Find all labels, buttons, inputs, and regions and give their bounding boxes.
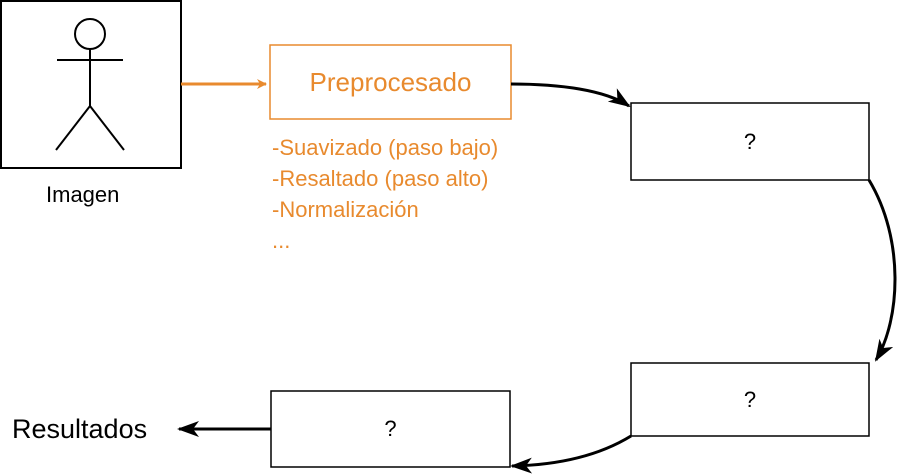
stage-2-label: ? [743, 386, 757, 412]
preprocess-step: ... [272, 228, 291, 253]
stage-1-label: ? [743, 128, 757, 154]
preprocess-steps: -Suavizado (paso bajo) -Resaltado (paso … [272, 132, 498, 256]
stage-box-1 [630, 102, 870, 181]
arrow-stage-2-to-stage-3 [510, 434, 632, 474]
person-icon [55, 18, 125, 151]
arrow-stage-1-to-stage-2 [867, 179, 897, 362]
preprocess-box [269, 44, 512, 120]
preprocess-step: -Resaltado (paso alto) [272, 166, 489, 191]
image-caption: Imagen [46, 182, 120, 207]
preprocess-step: -Normalización [272, 197, 419, 222]
preprocess-step: -Suavizado (paso bajo) [272, 135, 499, 160]
stage-box-3 [270, 390, 511, 468]
stage-3-label: ? [384, 416, 397, 441]
output-label: Resultados [12, 414, 148, 444]
stage-box-2 [630, 362, 870, 437]
arrow-preprocess-to-stage-1 [510, 82, 631, 108]
preprocess-title: Preprocesado [309, 66, 472, 97]
